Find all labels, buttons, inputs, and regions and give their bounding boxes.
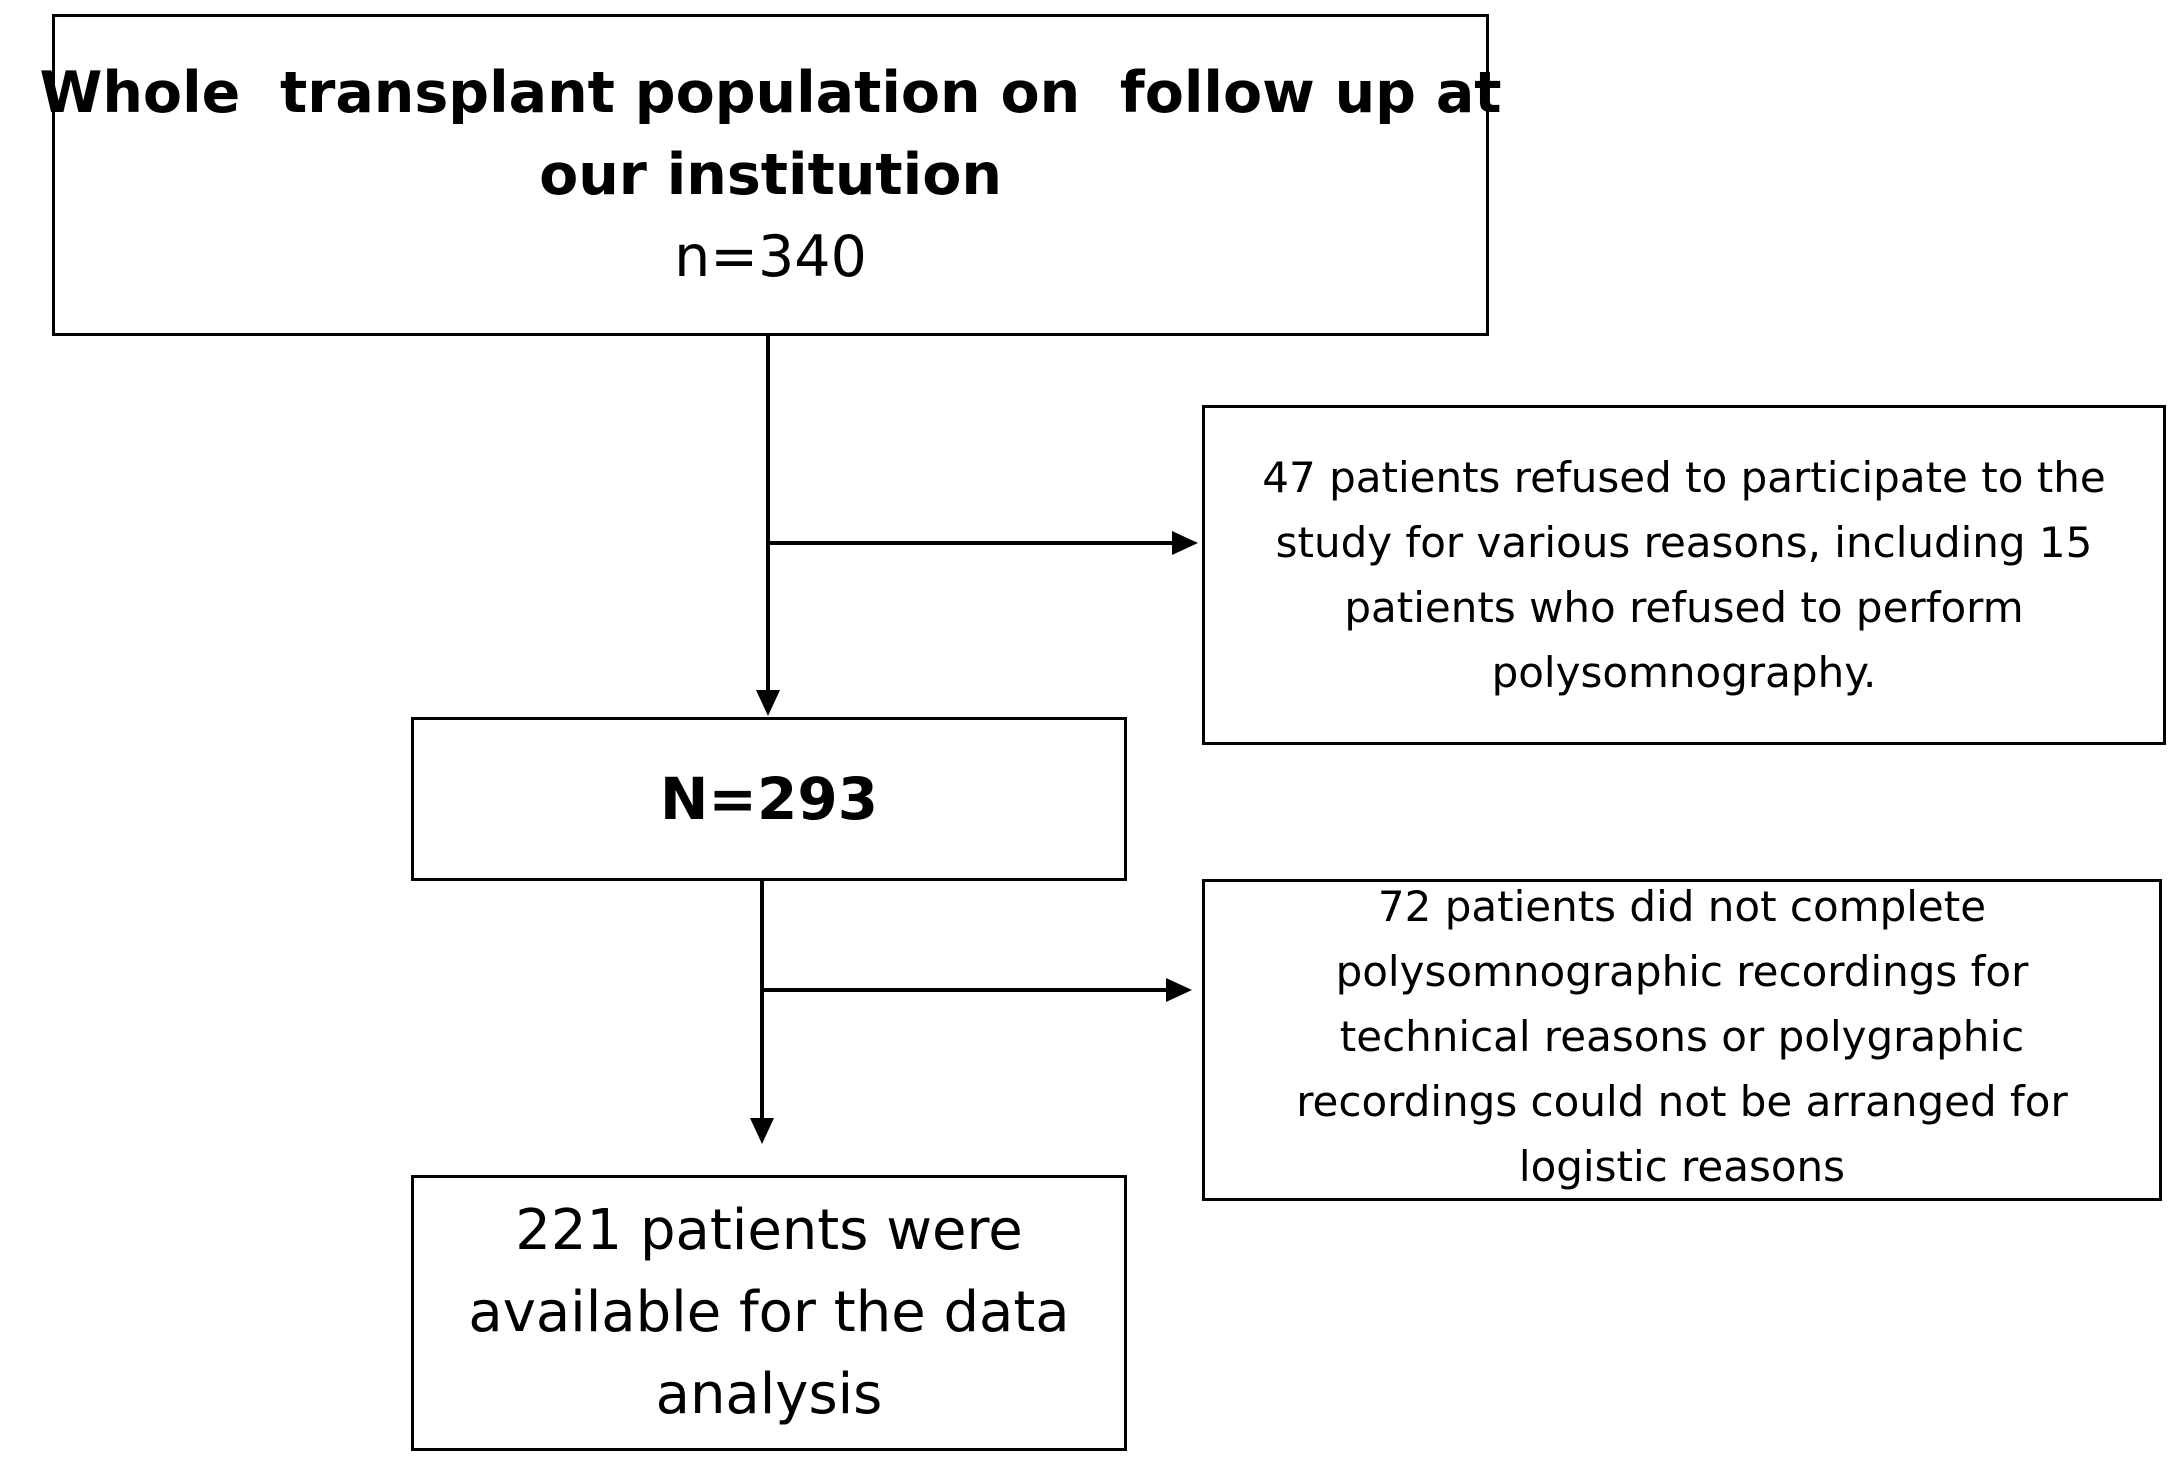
node-enrolled-count: N=293 (411, 717, 1127, 881)
node-final-analysis-line-3: analysis (655, 1362, 883, 1427)
node-whole-population: Whole transplant population on follow up… (39, 14, 1502, 336)
node-exclusion-refused-line-2: study for various reasons, including 15 (1275, 518, 2093, 567)
arrowhead-to-exclusion-2 (1166, 978, 1192, 1002)
node-whole-population-line-2: our institution (539, 142, 1002, 208)
node-exclusion-refused-line-4: polysomnography. (1491, 648, 1877, 697)
node-exclusion-incomplete-line-2: polysomnographic recordings for (1335, 947, 2029, 996)
node-exclusion-incomplete-line-4: recordings could not be arranged for (1296, 1077, 2068, 1126)
node-final-analysis-line-1: 221 patients were (515, 1198, 1023, 1263)
node-exclusion-incomplete: 72 patients did not complete polysomnogr… (1202, 879, 2162, 1201)
node-exclusion-refused-line-1: 47 patients refused to participate to th… (1262, 453, 2106, 502)
node-whole-population-count: n=340 (674, 224, 867, 290)
node-final-analysis: 221 patients were available for the data… (411, 1175, 1127, 1451)
node-whole-population-line-1: Whole transplant population on follow up… (39, 60, 1502, 126)
node-exclusion-incomplete-line-5: logistic reasons (1518, 1142, 1846, 1191)
node-exclusion-incomplete-text: 72 patients did not complete polysomnogr… (1296, 874, 2068, 1199)
node-exclusion-refused: 47 patients refused to participate to th… (1202, 405, 2166, 745)
node-final-analysis-line-2: available for the data (468, 1280, 1070, 1345)
arrowhead-to-exclusion-1 (1172, 531, 1198, 555)
arrowhead-top-to-middle (756, 690, 780, 716)
node-enrolled-count-label: N=293 (659, 765, 879, 833)
node-exclusion-incomplete-line-1: 72 patients did not complete (1377, 882, 1987, 931)
node-exclusion-refused-line-3: patients who refused to perform (1344, 583, 2024, 632)
arrowhead-middle-to-final (750, 1118, 774, 1144)
node-exclusion-incomplete-line-3: technical reasons or polygraphic (1339, 1012, 2025, 1061)
